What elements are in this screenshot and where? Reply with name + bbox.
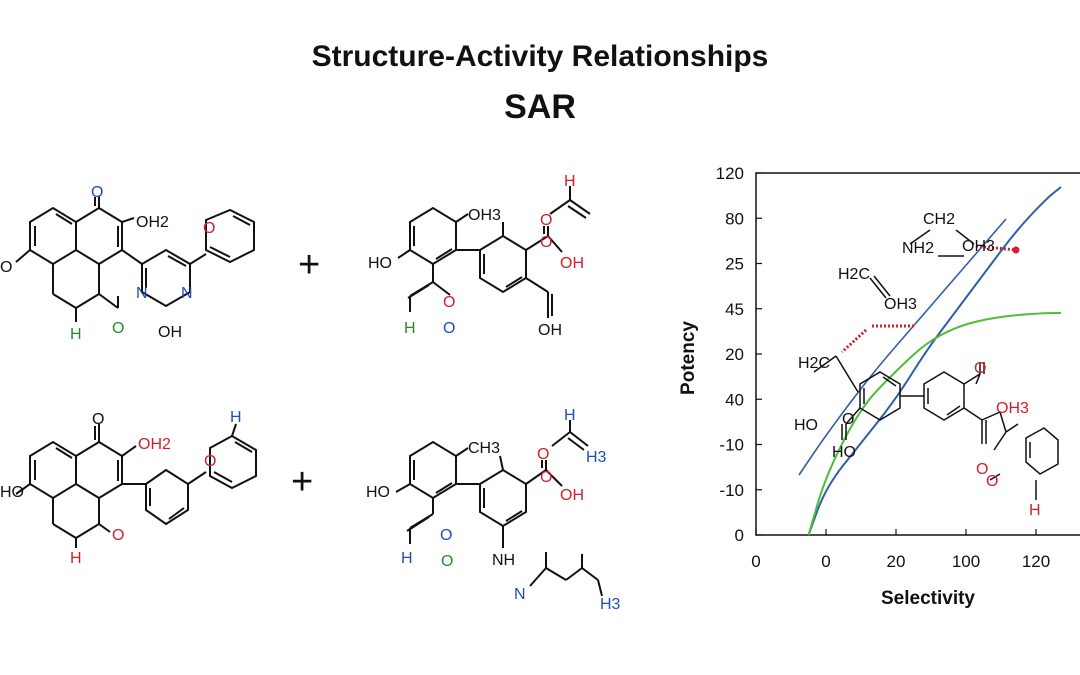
molecule-1-labels: O OH2 O O H O N N OH [0,184,215,343]
page-title: Structure-Activity Relationships [311,40,769,73]
y-tick-label: 40 [725,390,744,409]
hydroxyl-label: OH2 [138,436,171,453]
oxygen-label: O [443,320,455,337]
hydrogen-label: H [404,320,416,337]
overlay-labels: CH2 NH2 OH3 H2C OH3 H2C O OH3 HO O HO O … [794,211,1041,519]
plus-sign-bottom: + [291,461,313,503]
oxygen-label: O [204,453,216,470]
hydroxyl-label: HO [832,444,856,461]
nitrogen-label: N [514,586,526,603]
molecule-4 [395,420,603,597]
overlay-structure [813,229,1059,500]
oxygen-label: O [976,461,988,478]
x-tick-label: 0 [821,552,830,571]
y-tick-label: 45 [725,300,744,319]
oxygen-label: O [537,446,549,463]
page-subtitle: SAR [504,88,576,126]
y-tick-label: -10 [719,436,744,455]
oxygen-label: O [540,212,552,229]
oxygen-label: O [112,527,124,544]
oxygen-label: O [540,234,552,251]
y-tick-label: 20 [725,345,744,364]
y-axis: 120 80 25 45 20 40 -10 -10 0 [716,164,762,545]
y-tick-label: 25 [725,255,744,274]
x-axis-label: Selectivity [881,588,975,609]
y-tick-label: 120 [716,164,744,183]
x-tick-label: 100 [952,552,980,571]
x-tick-label: 120 [1022,552,1050,571]
molecule-4-labels: CH3 H H3 O HO O OH O O H NH N H3 [366,407,621,613]
amine-label: NH [492,552,515,569]
oxygen-label: O [540,469,552,486]
oxygen-label: O [974,360,986,377]
oh3-label: OH3 [884,296,917,313]
y-tick-label: 0 [735,526,744,545]
oh3-label: OH3 [996,400,1029,417]
series-line [807,312,1061,536]
series-line [807,186,1062,536]
hydroxyl-label: HO [368,255,392,272]
oxygen-label: O [986,473,998,490]
oxygen-label: O [92,411,104,428]
hydroxyl-label: OH2 [136,214,169,231]
marker-dot [1012,246,1020,254]
nitrogen-label: N [136,285,148,302]
oxygen-label: O [112,320,124,337]
molecule-2 [397,186,591,318]
hydrogen-label: H [564,407,576,424]
hydrogen-label: H [1029,502,1041,519]
oxygen-label: O [203,220,215,237]
hydroxyl-label: HO [0,484,24,501]
nitrogen-label: N [181,285,193,302]
hydroxyl-label: OH [538,322,562,339]
series-line [798,218,1007,476]
oxygen-label: O [440,527,452,544]
hydrogen-label: H [70,550,82,567]
hydroxyl-label: HO [366,484,390,501]
hydroxyl-label: OH3 [468,207,501,224]
hydrogen-label: H3 [600,596,621,613]
oh3-label: OH3 [962,238,995,255]
oxygen-label: O [0,259,12,276]
hydroxyl-label: OH [158,324,182,341]
y-axis-label: Potency [678,321,699,395]
ch2-label: CH2 [923,211,955,228]
plus-sign-top: + [298,244,320,286]
hydroxyl-label: OH [560,487,584,504]
x-tick-label: 0 [751,552,760,571]
molecule-3 [15,423,257,548]
hydroxyl-label: OH [560,255,584,272]
oxygen-label: O [441,553,453,570]
oxygen-label: O [443,294,455,311]
hydrogen-label: H [564,173,576,190]
y-tick-label: -10 [719,481,744,500]
molecule-1 [15,196,255,322]
x-axis: 0 0 20 100 120 [751,529,1050,571]
hydrogen-label: H [230,409,242,426]
oxygen-label: O [842,411,854,428]
molecule-2-labels: OH3 HO H O O OH O O H OH [368,173,584,339]
y-tick-label: 80 [725,209,744,228]
oxygen-label: O [91,184,103,201]
methyl-label: CH3 [468,440,500,457]
hydrogen-label: H [70,326,82,343]
nh2-label: NH2 [902,240,934,257]
hydrogen-label: H [401,550,413,567]
x-tick-label: 20 [887,552,906,571]
h2c-label: H2C [798,355,830,372]
hydroxyl-label: HO [794,417,818,434]
hydrogen-label: H3 [586,449,607,466]
molecule-3-labels: O OH2 O H HO O H [0,409,242,567]
series-layer [798,186,1062,536]
h2c-label: H2C [838,266,870,283]
chart-frame [755,172,1080,536]
dashed-bonds [840,244,1017,354]
